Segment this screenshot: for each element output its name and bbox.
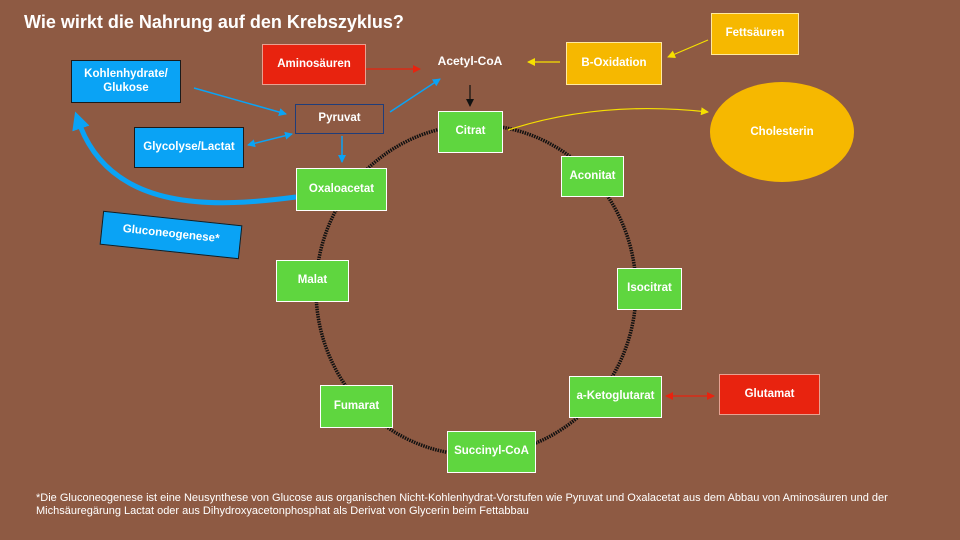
arrow-glycolyse-pyruvat [247, 131, 293, 148]
node-aminosaeuren: Aminosäuren [262, 44, 366, 85]
page-title: Wie wirkt die Nahrung auf den Krebszyklu… [24, 12, 404, 32]
node-kohlenhydrate: Kohlenhydrate/ Glukose [71, 60, 181, 103]
node-b-oxidation: B-Oxidation [566, 42, 662, 85]
arrow-carb-to-pyruvat [193, 87, 287, 116]
cycle-a-ketoglutarat: a-Ketoglutarat [569, 376, 662, 418]
arrow-citrat-to-cholesterin [507, 107, 709, 131]
node-glycolyse: Glycolyse/Lactat [134, 127, 244, 168]
footnote: *Die Gluconeogenese ist eine Neusynthese… [36, 492, 888, 518]
cycle-oxaloacetat: Oxaloacetat [296, 168, 387, 211]
arrow-pyruvat-to-acetyl [389, 78, 441, 113]
cycle-citrat: Citrat [438, 111, 503, 153]
cycle-isocitrat: Isocitrat [617, 268, 682, 310]
cycle-malat: Malat [276, 260, 349, 302]
node-glutamat: Glutamat [719, 374, 820, 415]
cycle-aconitat: Aconitat [561, 156, 624, 197]
cycle-fumarat: Fumarat [320, 385, 393, 428]
cycle-succinyl-coa: Succinyl-CoA [447, 431, 536, 473]
arrow-fett-to-boxidation [667, 39, 709, 58]
arrow-oxalo-to-carb [72, 111, 297, 206]
node-pyruvat: Pyruvat [295, 104, 384, 134]
node-fettsaeuren: Fettsäuren [711, 13, 799, 55]
node-cholesterin: Cholesterin [710, 82, 854, 182]
node-acetyl-coa: Acetyl-CoA [437, 54, 503, 69]
